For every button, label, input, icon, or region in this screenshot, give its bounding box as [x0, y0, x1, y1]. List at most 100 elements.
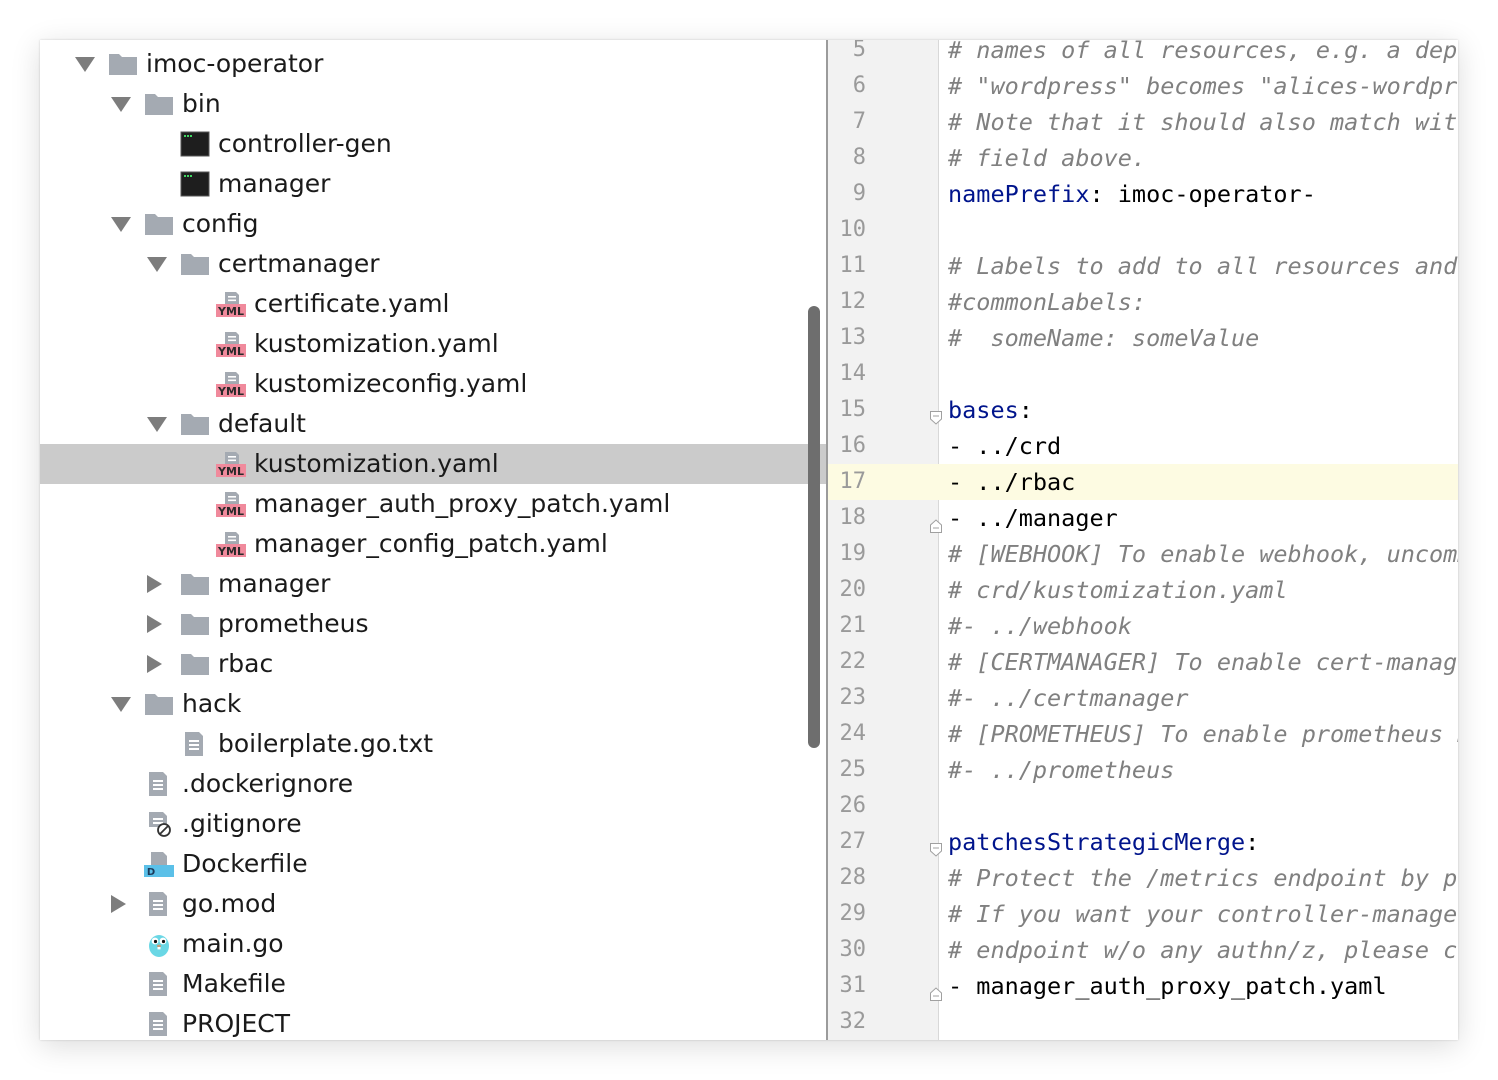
code-line[interactable]: 28 # Protect the /metrics endpoint by pu	[828, 860, 1459, 896]
fold-open-icon[interactable]	[930, 403, 942, 425]
tree-folder-row[interactable]: rbac	[40, 644, 826, 684]
tree-file-row[interactable]: main.go	[40, 924, 826, 964]
docker-badge-text: D	[147, 867, 155, 877]
code-token-val: - manager_auth_proxy_patch.yaml	[948, 972, 1387, 1000]
code-text: # Labels to add to all resources and	[948, 248, 1457, 284]
tree-file-row[interactable]: PROJECT	[40, 1004, 826, 1040]
line-number: 21	[839, 613, 867, 638]
tree-file-row[interactable]: manager	[40, 164, 826, 204]
code-line[interactable]: 32	[828, 1004, 1458, 1040]
code-line[interactable]: 6# "wordpress" becomes "alices-wordpre	[828, 68, 1458, 104]
code-line[interactable]: 19# [WEBHOOK] To enable webhook, uncomm	[828, 536, 1459, 572]
code-token-comment: # Note that it should also match with	[948, 108, 1458, 136]
tree-file-row[interactable]: boilerplate.go.txt	[40, 724, 826, 764]
code-line[interactable]: 8# field above.	[828, 140, 1458, 176]
tree-folder-row[interactable]: default	[40, 404, 826, 444]
tree-file-row[interactable]: YML manager_config_patch.yaml	[40, 524, 826, 564]
expand-arrow-down-icon[interactable]	[111, 697, 131, 712]
line-number: 6	[852, 73, 866, 98]
expand-arrow-down-icon[interactable]	[147, 257, 167, 272]
tree-folder-row[interactable]: prometheus	[40, 604, 826, 644]
tree-folder-row[interactable]: config	[40, 204, 826, 244]
line-number: 22	[839, 649, 867, 674]
tree-folder-row[interactable]: bin	[40, 84, 826, 124]
yaml-icon: YML	[216, 451, 246, 478]
code-line[interactable]: 25#- ../prometheus	[828, 752, 1458, 788]
code-line[interactable]: 24# [PROMETHEUS] To enable prometheus m	[828, 716, 1459, 752]
tree-item-label: manager_config_patch.yaml	[254, 529, 608, 558]
tree-folder-row[interactable]: manager	[40, 564, 826, 604]
code-line[interactable]: 23#- ../certmanager	[828, 680, 1458, 716]
code-token-comment: # [WEBHOOK] To enable webhook, uncomm	[948, 540, 1458, 568]
tree-file-row[interactable]: go.mod	[40, 884, 826, 924]
expand-arrow-down-icon[interactable]	[147, 417, 167, 432]
tree-scrollbar[interactable]	[808, 306, 820, 748]
code-line[interactable]: 17- ../rbac	[828, 464, 1458, 500]
code-line[interactable]: 31- manager_auth_proxy_patch.yaml	[828, 968, 1458, 1004]
code-line[interactable]: 18- ../manager	[828, 500, 1458, 536]
code-line[interactable]: 29# If you want your controller-manager	[828, 896, 1459, 932]
code-text: - ../crd	[948, 428, 1061, 464]
code-line[interactable]: 20# crd/kustomization.yaml	[828, 572, 1458, 608]
fold-close-icon[interactable]	[930, 979, 942, 1001]
expand-arrow-down-icon[interactable]	[111, 97, 131, 112]
code-line[interactable]: 7# Note that it should also match with	[828, 104, 1458, 140]
tree-item-label: .dockerignore	[182, 769, 354, 798]
expand-arrow-right-icon[interactable]	[147, 615, 162, 633]
code-text: # crd/kustomization.yaml	[948, 572, 1288, 608]
text-icon	[144, 1011, 174, 1037]
tree-folder-row[interactable]: imoc-operator	[40, 44, 826, 84]
tree-folder-row[interactable]: certmanager	[40, 244, 826, 284]
code-line[interactable]: 22# [CERTMANAGER] To enable cert-manage	[828, 644, 1459, 680]
code-line[interactable]: 16- ../crd	[828, 428, 1458, 464]
code-line[interactable]: 12#commonLabels:	[828, 284, 1458, 320]
fold-close-icon[interactable]	[930, 511, 942, 533]
code-line[interactable]: 10	[828, 212, 1458, 248]
line-number: 9	[852, 181, 866, 206]
code-line[interactable]: 5# names of all resources, e.g. a depl	[828, 40, 1458, 68]
tree-item-label: go.mod	[182, 889, 277, 918]
code-line[interactable]: 26	[828, 788, 1458, 824]
tree-folder-row[interactable]: hack	[40, 684, 826, 724]
tree-file-row[interactable]: Makefile	[40, 964, 826, 1004]
yml-badge-text: YML	[217, 545, 244, 557]
folder-icon	[180, 571, 210, 597]
code-line[interactable]: 14	[828, 356, 1458, 392]
tree-file-row[interactable]: .dockerignore	[40, 764, 826, 804]
code-line[interactable]: 21#- ../webhook	[828, 608, 1458, 644]
code-token-punc: :	[1245, 828, 1260, 856]
code-token-comment: # Protect the /metrics endpoint by pu	[948, 864, 1458, 892]
tree-item-label: kustomizeconfig.yaml	[254, 369, 528, 398]
expand-arrow-right-icon[interactable]	[147, 575, 162, 593]
expand-arrow-down-icon[interactable]	[75, 57, 95, 72]
tree-file-row[interactable]: .gitignore	[40, 804, 826, 844]
line-number: 25	[839, 757, 867, 782]
code-text: # endpoint w/o any authn/z, please co	[948, 932, 1458, 968]
tree-item-label: certmanager	[218, 249, 380, 278]
code-text: - ../manager	[948, 500, 1118, 536]
expand-arrow-right-icon[interactable]	[147, 655, 162, 673]
expand-arrow-down-icon[interactable]	[111, 217, 131, 232]
code-line[interactable]: 11# Labels to add to all resources and	[828, 248, 1458, 284]
line-number: 28	[839, 865, 867, 890]
fold-open-icon[interactable]	[930, 835, 942, 857]
line-number: 10	[839, 217, 867, 242]
tree-item-label: default	[218, 409, 306, 438]
code-token-comment: # someName: someValue	[948, 324, 1260, 352]
expand-arrow-right-icon[interactable]	[111, 895, 126, 913]
tree-file-row[interactable]: controller-gen	[40, 124, 826, 164]
code-line[interactable]: 13# someName: someValue	[828, 320, 1458, 356]
code-line[interactable]: 30# endpoint w/o any authn/z, please co	[828, 932, 1459, 968]
